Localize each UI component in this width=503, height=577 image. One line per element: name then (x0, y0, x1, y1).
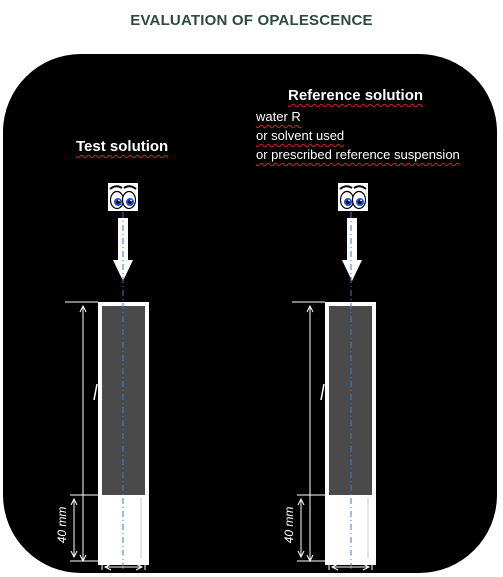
down-arrow-icon (342, 218, 362, 281)
test-height-label: 40 mm (55, 506, 69, 544)
reference-height-label: 40 mm (282, 506, 296, 544)
diagram-panel (3, 54, 497, 573)
test-solution-heading: Test solution (76, 138, 169, 155)
diameter-dimension (328, 555, 373, 571)
eyes-icon (338, 183, 368, 211)
page-title: EVALUATION OF OPALESCENCE (130, 12, 373, 29)
reference-line-1: water R (256, 109, 301, 124)
reference-line-2: or solvent used (256, 128, 345, 143)
liquid-height-dimension (70, 494, 102, 562)
reference-column (292, 212, 376, 572)
reference-diameter-label: d (348, 551, 355, 565)
reference-solution-heading: Reference solution (288, 87, 424, 104)
tube-height-dimension (65, 301, 98, 563)
reference-line-3: or prescribed reference suspension (256, 147, 460, 162)
test-column (65, 212, 149, 572)
liquid-height-dimension (297, 494, 329, 562)
test-diameter-label: d (120, 551, 127, 565)
eyes-icon (108, 183, 138, 211)
diameter-dimension (101, 555, 146, 571)
tube-height-dimension (292, 301, 325, 563)
